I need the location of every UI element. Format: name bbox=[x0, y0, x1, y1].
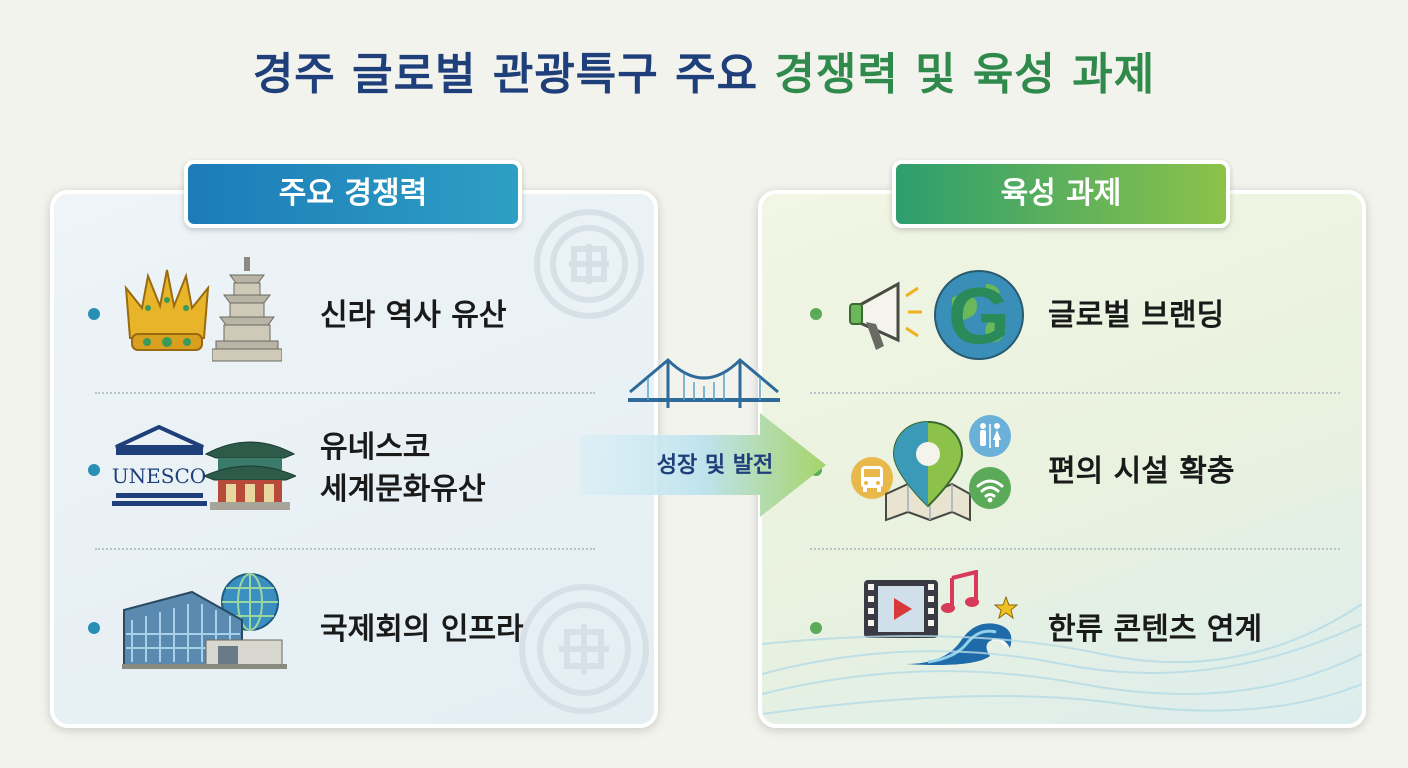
item-label: 국제회의 인프라 bbox=[320, 612, 524, 647]
bus-icon bbox=[851, 457, 893, 499]
development-tasks-header: 육성 과제 bbox=[892, 160, 1230, 228]
unesco-logo-icon: UNESCO bbox=[112, 425, 207, 506]
bullet-dot bbox=[88, 308, 100, 320]
globe-g-icon: G bbox=[932, 268, 1026, 362]
map-pin-icon bbox=[885, 420, 971, 522]
bullet-dot bbox=[810, 622, 822, 634]
item-label: 글로벌 브랜딩 bbox=[1048, 298, 1225, 333]
item-divider bbox=[810, 548, 1340, 550]
item-label-line-1: 유네스코 bbox=[320, 430, 431, 465]
star-icon bbox=[994, 596, 1018, 620]
wifi-icon bbox=[969, 467, 1011, 509]
stone-pagoda-icon bbox=[212, 257, 282, 362]
title-part-1: 경주 글로벌 관광특구 주요 bbox=[252, 49, 775, 100]
music-note-icon bbox=[941, 570, 979, 613]
item-label: 한류 콘텐츠 연계 bbox=[1048, 612, 1263, 647]
bullet-dot bbox=[810, 308, 822, 320]
title-part-2: 경쟁력 및 육성 과제 bbox=[774, 49, 1156, 100]
connector-label: 성장 및 발전 bbox=[656, 453, 774, 478]
page-title: 경주 글로벌 관광특구 주요 경쟁력 및 육성 과제 bbox=[0, 38, 1408, 102]
item-label: 신라 역사 유산 bbox=[320, 298, 507, 333]
item-divider bbox=[95, 548, 595, 550]
unesco-logo-text: UNESCO bbox=[112, 464, 206, 488]
silla-crown-icon bbox=[124, 269, 210, 351]
arrow-shape-icon bbox=[580, 413, 826, 517]
competitiveness-header: 주요 경쟁력 bbox=[184, 160, 522, 228]
bullet-dot bbox=[88, 464, 100, 476]
item-label: 편의 시설 확충 bbox=[1048, 454, 1235, 489]
convention-center-icon bbox=[122, 573, 287, 669]
bridge-icon bbox=[628, 357, 780, 408]
restroom-icon bbox=[969, 415, 1011, 457]
item-label-line-2: 세계문화유산 bbox=[320, 472, 486, 507]
globe-g-letter: G bbox=[947, 271, 1011, 360]
bullet-dot bbox=[88, 622, 100, 634]
item-divider bbox=[95, 392, 595, 394]
development-tasks-panel bbox=[758, 190, 1366, 728]
network-lines-icon bbox=[762, 603, 1362, 715]
korean-palace-icon bbox=[204, 441, 296, 510]
megaphone-icon bbox=[849, 281, 922, 350]
traditional-pattern-icon bbox=[534, 209, 644, 319]
item-divider bbox=[810, 392, 1340, 394]
film-strip-icon bbox=[864, 580, 938, 638]
growth-arrow: 성장 및 발전 bbox=[580, 405, 830, 525]
traditional-pattern-icon bbox=[519, 584, 649, 714]
